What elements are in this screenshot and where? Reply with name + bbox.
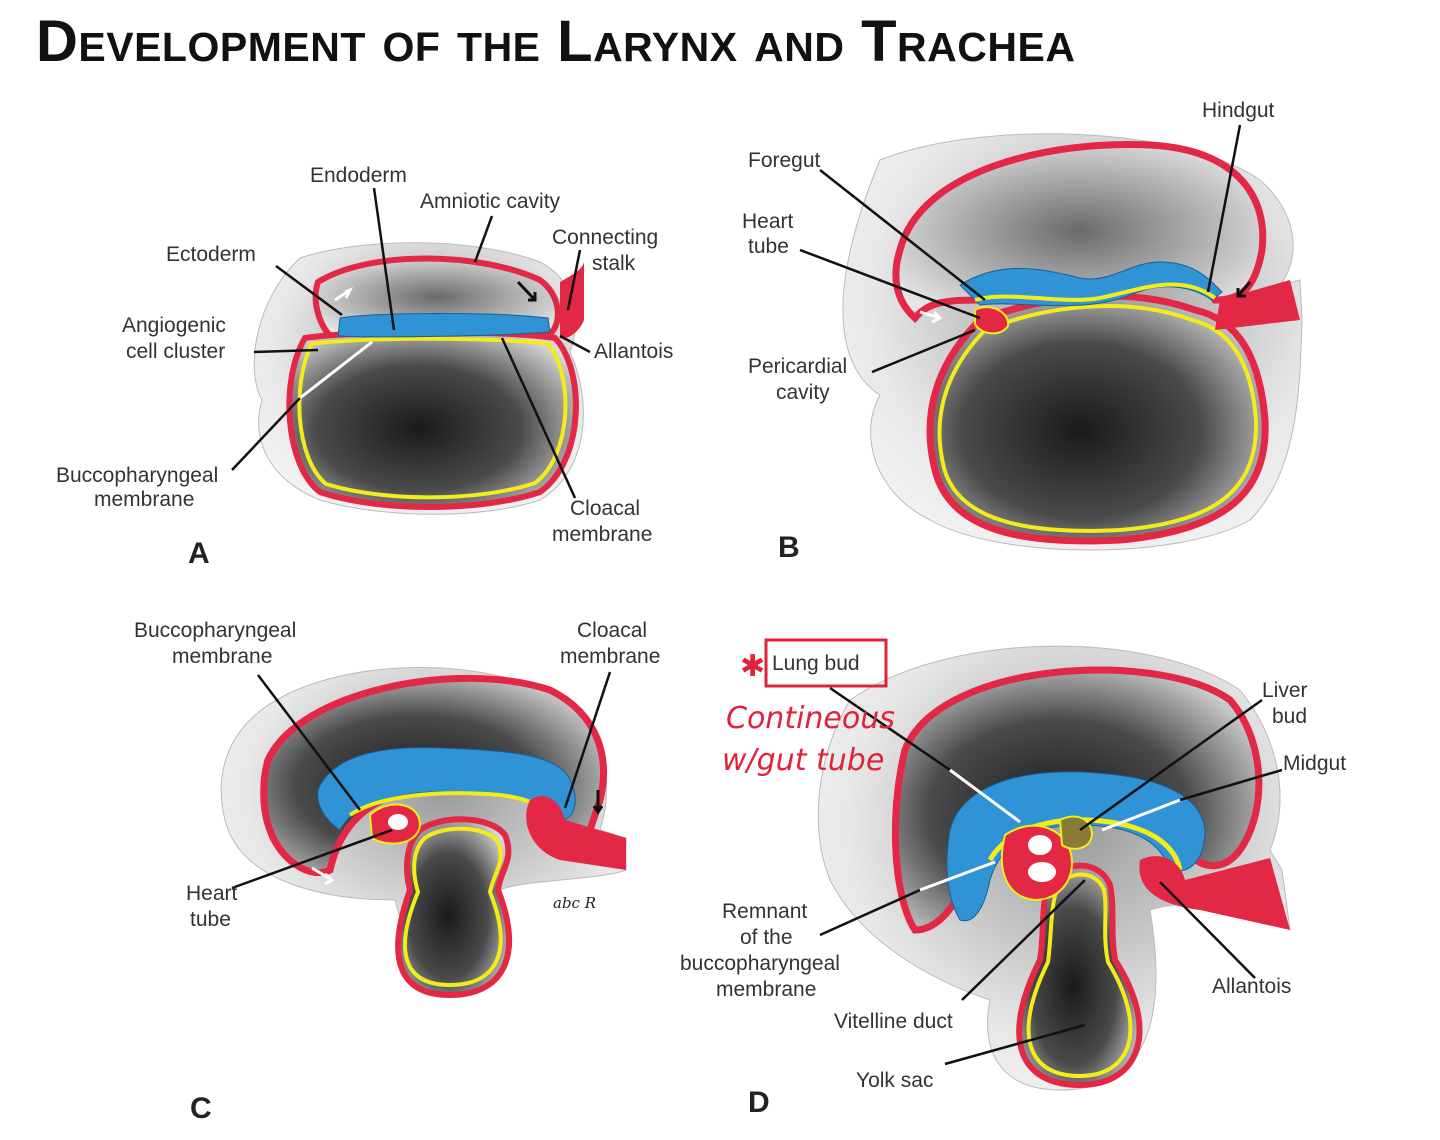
star-annotation-icon: ✱	[740, 649, 765, 684]
panel-a-endoderm-line	[297, 336, 568, 500]
panel-d	[817, 645, 1291, 1091]
label-bucco-a-2: membrane	[94, 488, 194, 511]
label-cloacal-c-1: Cloacal	[577, 619, 647, 642]
panel-d-leaders	[819, 686, 1283, 1066]
label-endoderm: Endoderm	[310, 164, 407, 187]
artist-signature: abc R	[553, 894, 596, 912]
label-foregut: Foregut	[748, 149, 821, 172]
panel-d-liver-bud	[1058, 815, 1094, 850]
label-ectoderm: Ectoderm	[166, 243, 256, 266]
panel-a-yolk-sac	[286, 329, 579, 510]
panel-b-arrow-2	[1236, 281, 1252, 298]
label-liver-1: Liver	[1262, 679, 1308, 702]
label-connecting-stalk-2: stalk	[592, 252, 636, 275]
panel-c-heart-lumen	[388, 814, 408, 830]
label-allantois-d: Allantois	[1212, 975, 1291, 998]
label-lung-bud: Lung bud	[772, 652, 860, 675]
panel-c-leaders	[231, 671, 612, 890]
label-remnant-2: of the	[740, 926, 793, 949]
panel-b-allantois	[1215, 280, 1300, 330]
panel-d-allantois	[1139, 856, 1290, 930]
panel-a-connecting-stalk	[560, 262, 584, 339]
label-bucco-a-1: Buccopharyngeal	[56, 464, 218, 487]
panel-a-arrow	[334, 287, 354, 302]
handwritten-note-line2: w/gut tube	[722, 743, 884, 778]
panel-letter-c: C	[190, 1092, 212, 1125]
label-remnant-3: buccopharyngeal	[680, 952, 840, 975]
panel-b-heart-tube	[974, 306, 1010, 335]
panel-a	[253, 242, 584, 515]
panel-d-heart-lumen-1	[1028, 835, 1052, 855]
label-angiogenic-2: cell cluster	[126, 340, 225, 363]
handwritten-note-line1: Contineous	[726, 701, 895, 736]
label-connecting-stalk-1: Connecting	[552, 226, 658, 249]
panel-b-foregut-line	[974, 282, 1217, 302]
label-hindgut: Hindgut	[1202, 99, 1275, 122]
label-bucco-c-2: membrane	[172, 645, 272, 668]
panel-a-mesoderm	[337, 313, 551, 338]
panel-a-arrow-2	[516, 280, 537, 302]
panel-c	[220, 667, 627, 999]
panel-d-yolk-sac	[1016, 862, 1143, 1089]
label-pericardial-1: Pericardial	[748, 355, 847, 378]
lung-bud-highlight-box	[764, 638, 888, 688]
panel-d-mesoderm	[946, 771, 1206, 922]
panel-d-heart-lumen-2	[1028, 862, 1056, 882]
panel-b-endoderm-line	[937, 304, 1259, 533]
panel-d-yolk-endoderm	[1026, 872, 1133, 1079]
panel-c-allantois	[526, 796, 626, 870]
panel-c-yolk-stalk	[395, 816, 512, 999]
page-title: Development of the Larynx and Trachea	[36, 9, 1076, 74]
label-heart-b-1: Heart	[742, 210, 794, 233]
panel-b-yolk-sac	[926, 292, 1269, 545]
label-remnant-1: Remnant	[722, 900, 807, 923]
label-allantois-a: Allantois	[594, 340, 673, 363]
panel-letter-a: A	[188, 537, 210, 570]
panel-b-arrow	[919, 310, 943, 324]
label-pericardial-2: cavity	[776, 381, 830, 404]
panel-c-arrow	[311, 866, 335, 886]
label-midgut: Midgut	[1283, 752, 1346, 775]
label-cloacal-a-2: membrane	[552, 523, 652, 546]
panel-a-leaders	[231, 187, 591, 499]
panel-c-yolk-endoderm	[403, 826, 503, 988]
panel-b-leaders	[799, 124, 1242, 374]
label-cloacal-c-2: membrane	[560, 645, 660, 668]
label-yolk-sac: Yolk sac	[856, 1069, 933, 1092]
panel-b-mesoderm	[959, 261, 1223, 307]
label-heart-c-1: Heart	[186, 882, 238, 905]
panel-c-arrow-2	[592, 790, 604, 815]
label-amniotic-cavity: Amniotic cavity	[420, 190, 561, 213]
label-liver-2: bud	[1272, 705, 1307, 728]
panel-b	[842, 133, 1303, 551]
label-cloacal-a-1: Cloacal	[570, 497, 640, 520]
label-heart-c-2: tube	[190, 908, 231, 931]
label-angiogenic-1: Angiogenic	[122, 314, 226, 337]
label-bucco-c-1: Buccopharyngeal	[134, 619, 296, 642]
panel-letter-d: D	[748, 1086, 770, 1119]
label-remnant-4: membrane	[716, 978, 816, 1001]
panel-letter-b: B	[778, 531, 800, 564]
label-heart-b-2: tube	[748, 235, 789, 258]
label-vitelline-duct: Vitelline duct	[834, 1010, 953, 1033]
